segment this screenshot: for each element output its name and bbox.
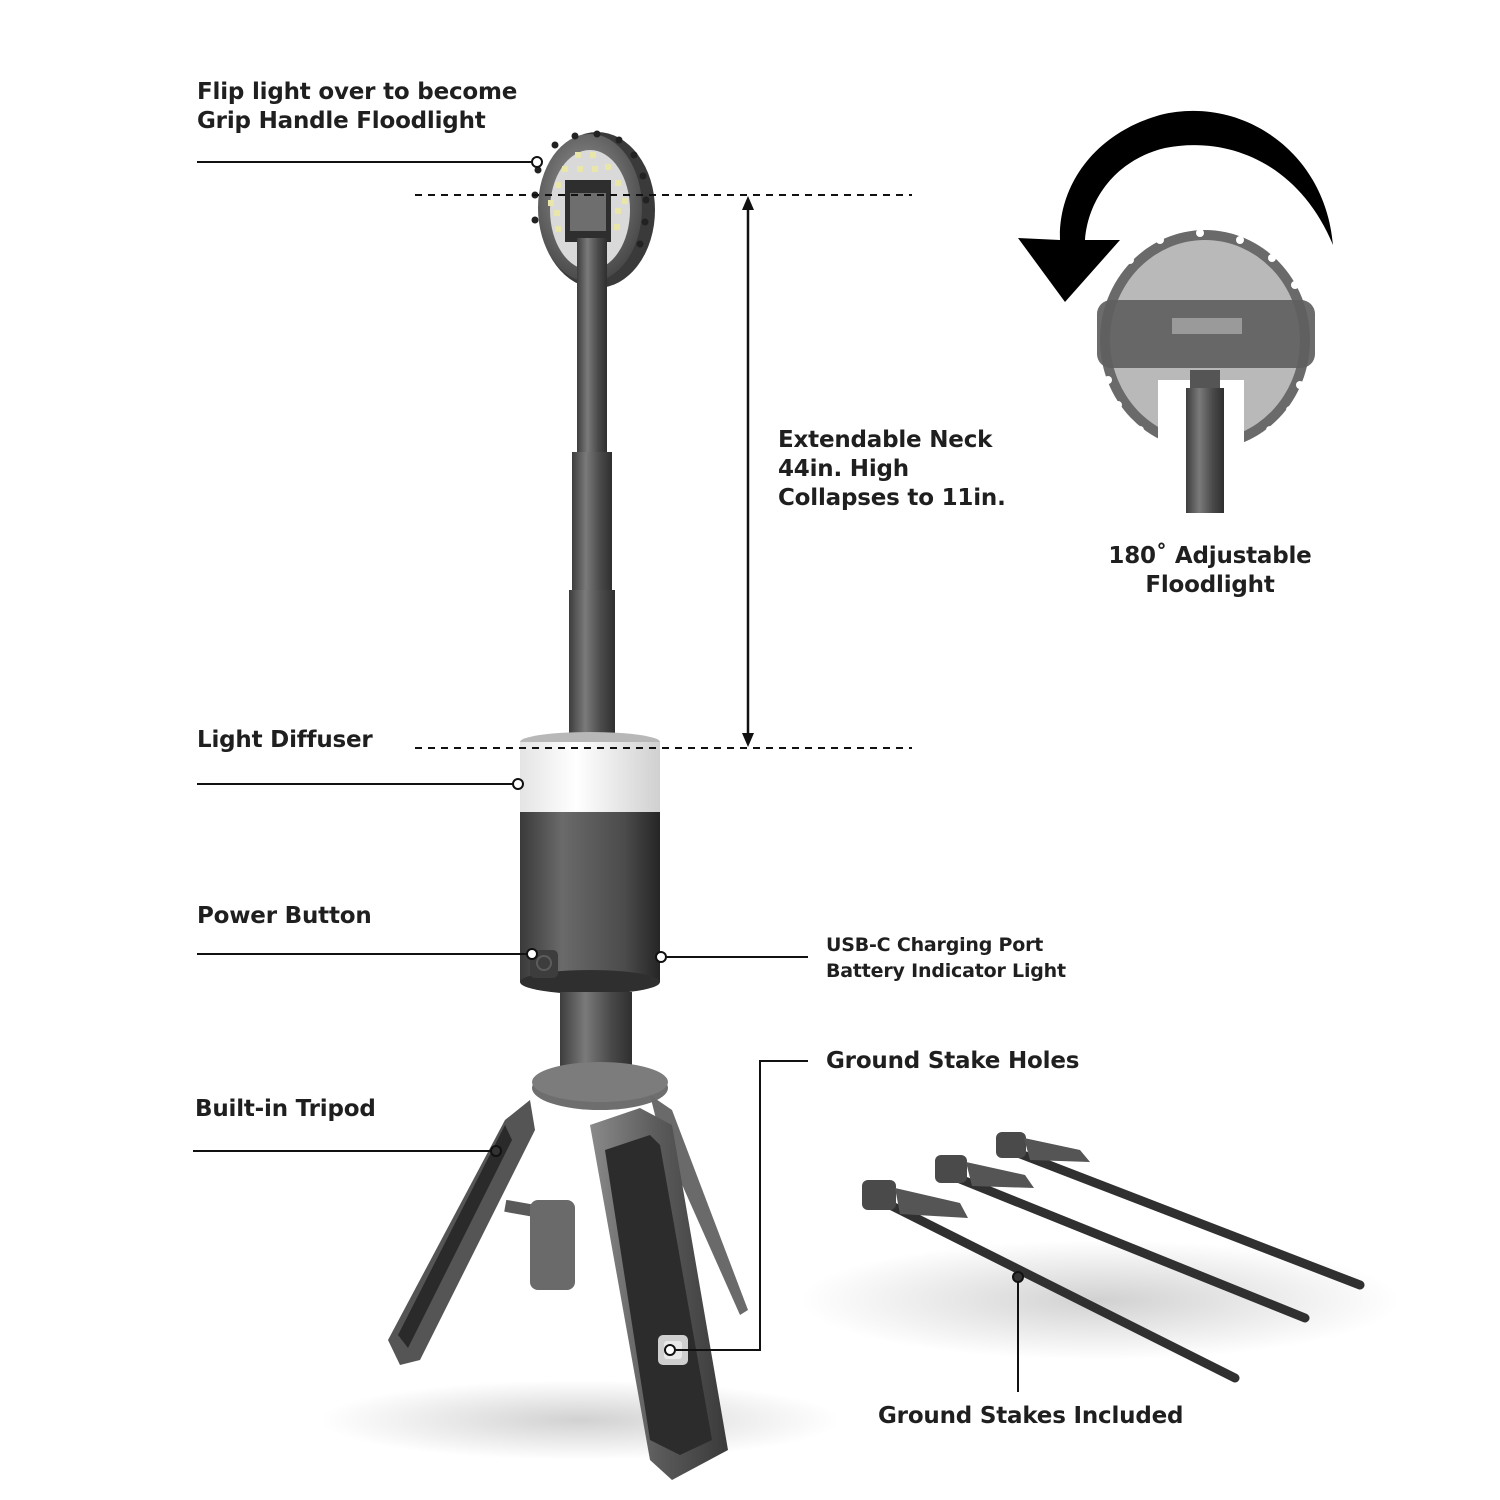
callout-built-in-tripod: Built-in Tripod <box>195 1095 376 1124</box>
callout-adjustable-line1: 180˚ Adjustable <box>1108 543 1312 569</box>
callout-usb-line2: Battery Indicator Light <box>826 960 1066 982</box>
callout-power-button: Power Button <box>197 902 372 931</box>
callout-grip-handle-line1: Flip light over to become <box>197 79 518 105</box>
callout-light-diffuser: Light Diffuser <box>197 726 373 755</box>
extendable-neck <box>569 238 615 740</box>
callout-neck-line1: Extendable Neck <box>778 427 993 453</box>
tripod <box>388 1062 748 1480</box>
callout-ground-stake-holes: Ground Stake Holes <box>826 1047 1079 1076</box>
callout-adjustable-line2: Floodlight <box>1145 572 1275 598</box>
adjustable-inset <box>1018 110 1333 513</box>
callout-grip-handle-line2: Grip Handle Floodlight <box>197 108 486 134</box>
leader-lines <box>193 156 1024 1392</box>
floodlight-head <box>531 130 655 288</box>
power-icon <box>536 955 552 971</box>
callout-neck-line2: 44in. High <box>778 456 909 482</box>
callout-stake-holes-line1: Ground Stake Holes <box>826 1048 1080 1074</box>
callout-extendable-neck: Extendable Neck 44in. High Collapses to … <box>778 426 1006 513</box>
callout-usb-c-port: USB-C Charging Port Battery Indicator Li… <box>826 932 1066 984</box>
callout-stakes-line1: Ground Stakes Included <box>878 1403 1184 1429</box>
ground-stakes <box>862 1132 1365 1383</box>
callout-power-line1: Power Button <box>197 903 372 929</box>
callout-usb-line1: USB-C Charging Port <box>826 934 1044 956</box>
callout-ground-stakes: Ground Stakes Included <box>878 1402 1183 1431</box>
dimension-markers <box>415 194 912 749</box>
callout-diffuser-line1: Light Diffuser <box>197 727 373 753</box>
callout-grip-handle: Flip light over to become Grip Handle Fl… <box>197 78 517 136</box>
rotate-arrow-icon <box>1018 110 1333 302</box>
callout-adjustable-floodlight: 180˚ Adjustable Floodlight <box>1095 542 1325 600</box>
callout-neck-line3: Collapses to 11in. <box>778 485 1006 511</box>
lamp-body <box>520 732 660 994</box>
callout-tripod-line1: Built-in Tripod <box>195 1096 376 1122</box>
